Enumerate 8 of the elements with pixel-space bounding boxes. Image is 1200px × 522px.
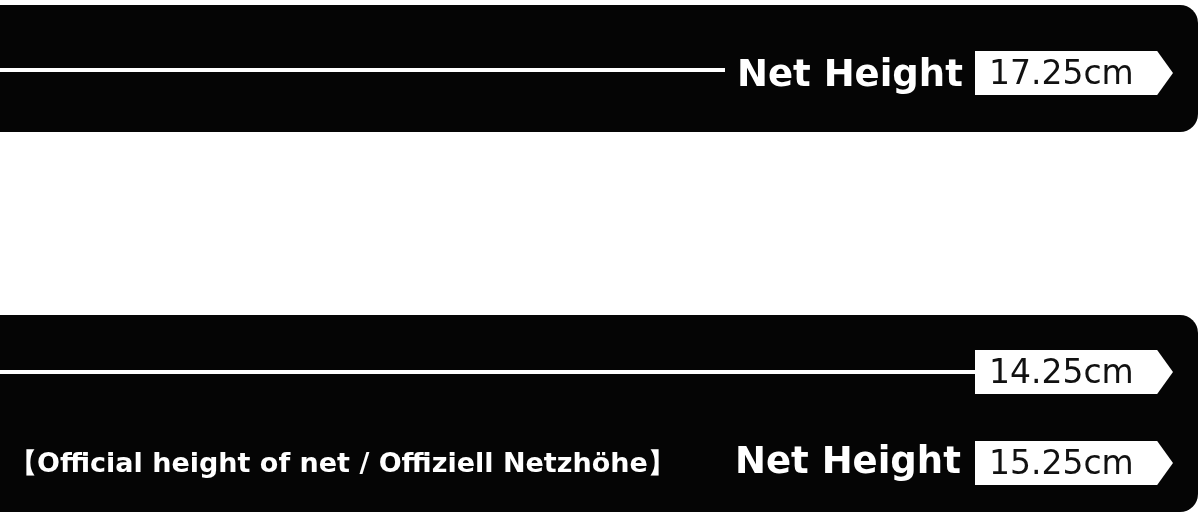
note-text: 【Official height of net / Offiziell Netzhöhe】 [10,449,675,476]
heading-label: Net Height [737,55,963,92]
value-tag: 14.25cm [975,350,1173,394]
gauge-bar [0,315,1198,512]
heading-label: Net Height [735,442,961,479]
gauge-bar [0,5,1198,132]
value-tag: 15.25cm [975,441,1173,485]
value-tag: 17.25cm [975,51,1173,95]
